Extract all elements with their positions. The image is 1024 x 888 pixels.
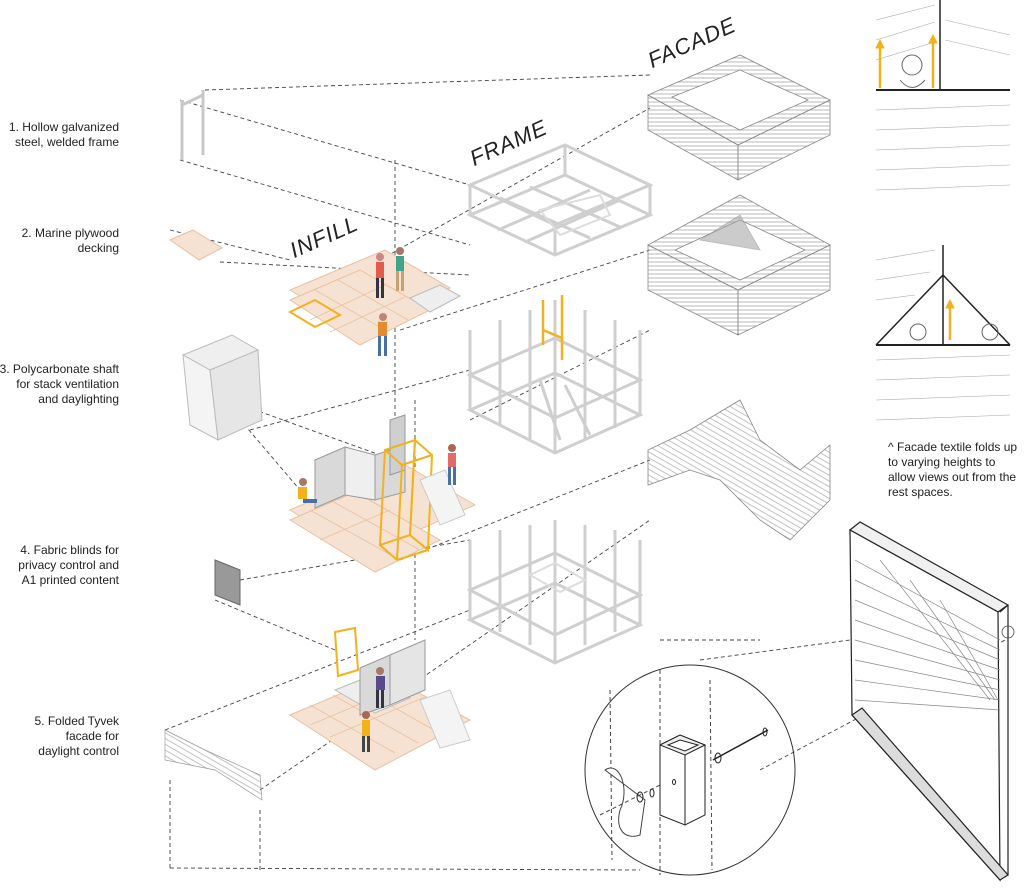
fabric-blind-panels	[314, 414, 406, 509]
polycarbonate-shaft-yellow	[378, 437, 434, 561]
infill-deck-3	[288, 626, 472, 771]
person-figure	[378, 313, 387, 356]
polycarbonate-shaft-piece	[181, 334, 263, 441]
component-label-3: 3. Polycarbonate shaft for stack ventila…	[0, 362, 119, 406]
frame-structure-2	[466, 300, 644, 455]
frame-yellow-post	[541, 295, 564, 360]
component-label-2: 2. Marine plywood decking	[21, 226, 119, 255]
component-label-5: 5. Folded Tyvek facade for daylight cont…	[34, 714, 119, 758]
plywood-deck-piece	[168, 229, 224, 261]
fabric-blind-piece	[214, 559, 241, 606]
component-label-1: 1. Hollow galvanized steel, welded frame	[8, 120, 119, 149]
detail-sketch-top	[875, 0, 1011, 191]
facade-ring-1	[647, 54, 831, 181]
projection-lines	[164, 74, 1006, 871]
detail-sketch-middle	[875, 245, 1011, 421]
person-figure	[376, 253, 384, 298]
infill-deck-1	[287, 247, 462, 356]
caret-up-icon: ^	[888, 440, 894, 454]
person-figure	[362, 711, 370, 752]
person-figure	[396, 247, 404, 291]
connection-detail	[584, 664, 796, 876]
facade-ring-2	[647, 194, 831, 336]
person-figure	[448, 444, 456, 485]
person-figure	[298, 478, 317, 503]
component-label-4: 4. Fabric blinds for privacy control and…	[18, 543, 119, 587]
frame-structure-1	[466, 143, 654, 257]
infill-deck-2	[288, 414, 477, 573]
folded-textile-panel	[848, 521, 1015, 882]
caption-text: Facade textile folds up to varying heigh…	[888, 440, 1018, 499]
steel-frame-piece	[180, 90, 205, 160]
facade-fold-3	[647, 399, 831, 541]
facade-caption: ^ Facade textile folds up to varying hei…	[888, 440, 1018, 500]
tyvek-fold-piece	[164, 729, 263, 801]
stair	[419, 469, 466, 526]
person-figure	[376, 667, 385, 708]
frame-structure-3	[466, 520, 644, 665]
